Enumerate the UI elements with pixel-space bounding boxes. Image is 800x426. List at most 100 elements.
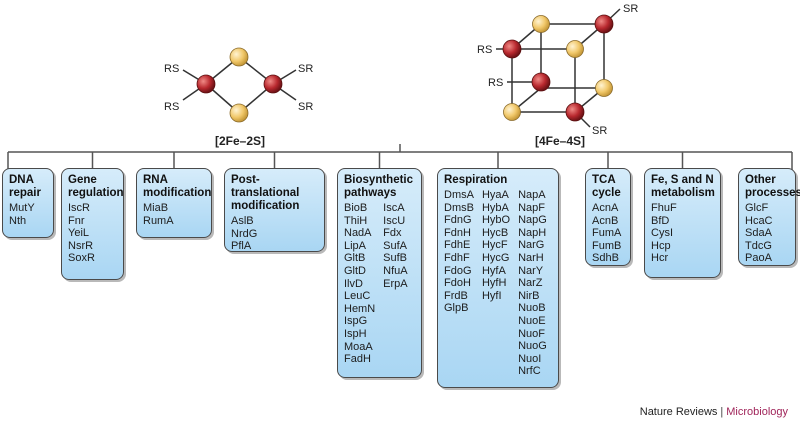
- protein-name: NuoI: [518, 352, 542, 365]
- protein-name: HycF: [481, 239, 508, 252]
- category-title: Respiration: [444, 174, 508, 186]
- protein-name: FdoH: [444, 277, 471, 290]
- protein-name: FumB: [592, 239, 622, 252]
- protein-name: NadA: [344, 227, 372, 240]
- category-title: Biosynthetic pathways: [344, 174, 414, 199]
- protein-name: NirB: [518, 289, 540, 302]
- cluster-4fe4s-label: [4Fe–4S]: [534, 134, 586, 148]
- protein-name: YeiL: [68, 227, 90, 240]
- protein-name: LeuC: [344, 290, 371, 303]
- protein-name: SoxR: [68, 252, 95, 265]
- protein-name: FrdB: [444, 289, 468, 302]
- sulfur-atom: [503, 103, 521, 121]
- category-title: Gene regulation: [68, 174, 124, 199]
- protein-name: HycG: [481, 251, 510, 264]
- iron-atom: [531, 72, 551, 92]
- sulfur-atom: [595, 79, 613, 97]
- protein-name: NrdG: [231, 227, 258, 240]
- journal-name: Microbiology: [726, 406, 788, 418]
- protein-name: NuoF: [518, 327, 545, 340]
- category-title: Other processes: [745, 174, 800, 199]
- protein-name: ErpA: [383, 277, 408, 290]
- protein-name: HycB: [481, 226, 509, 239]
- protein-name: IspH: [344, 327, 367, 340]
- protein-name: NarZ: [518, 277, 543, 290]
- category-title: Fe, S and N metabolism: [651, 174, 715, 199]
- cluster-4fe4s: [496, 8, 621, 128]
- protein-name: HemN: [344, 302, 376, 315]
- protein-name: AcnB: [592, 214, 619, 227]
- protein-name: FhuF: [651, 202, 677, 214]
- category-title: RNA modification: [143, 174, 212, 199]
- protein-name: IspG: [344, 315, 368, 328]
- protein-name: HyfH: [481, 277, 507, 290]
- protein-name: MiaB: [143, 202, 169, 214]
- protein-name: NapF: [518, 201, 545, 214]
- protein-name: AcnA: [592, 202, 619, 214]
- protein-name: DmsB: [444, 201, 474, 214]
- credit-line: Nature Reviews|Microbiology: [640, 406, 788, 418]
- ligand-label: RS: [164, 63, 179, 75]
- protein-name: NsrR: [68, 239, 94, 252]
- protein-name: BioB: [344, 202, 368, 214]
- protein-name: FdnG: [444, 214, 472, 227]
- protein-name: HyaA: [481, 189, 509, 201]
- protein-name: IscA: [383, 202, 405, 214]
- protein-name: TdcG: [745, 239, 772, 252]
- protein-name: FdoG: [444, 264, 472, 277]
- protein-name: NapA: [518, 189, 546, 201]
- ligand-label: SR: [623, 3, 638, 15]
- protein-name: NuoE: [518, 314, 546, 327]
- protein-name: GlpB: [444, 302, 469, 315]
- protein-name: NuoG: [518, 340, 547, 353]
- protein-name: HybO: [481, 214, 511, 227]
- protein-name: IscR: [68, 202, 90, 214]
- protein-name: MoaA: [344, 340, 373, 353]
- protein-name: SdhB: [592, 252, 619, 265]
- protein-name: NarY: [518, 264, 544, 277]
- category-title: Post-translational modification: [231, 174, 300, 212]
- protein-name: FdnH: [444, 226, 471, 239]
- protein-name: FdhF: [444, 251, 470, 264]
- iron-atom: [196, 74, 216, 94]
- protein-name: AslB: [231, 215, 254, 227]
- ligand-label: SR: [592, 125, 607, 137]
- protein-name: IscU: [383, 214, 406, 227]
- protein-name: NapG: [518, 214, 547, 227]
- ligand-label: RS: [488, 77, 503, 89]
- protein-name: Hcr: [651, 252, 669, 265]
- protein-name: GltD: [344, 264, 366, 277]
- protein-name: ThiH: [344, 214, 368, 227]
- iron-atom: [502, 39, 522, 59]
- protein-name: RumA: [143, 214, 174, 227]
- publisher-name: Nature Reviews: [639, 406, 718, 418]
- cluster-2fe2s-label: [2Fe–2S]: [214, 134, 266, 148]
- protein-name: NfuA: [383, 264, 408, 277]
- protein-name: Nth: [9, 214, 27, 227]
- iron-atom: [263, 74, 283, 94]
- protein-name: NrfC: [518, 365, 541, 378]
- protein-name: NarG: [518, 239, 545, 252]
- protein-name: GltB: [344, 252, 366, 265]
- iron-atom: [565, 102, 585, 122]
- ligand-label: SR: [298, 63, 313, 75]
- protein-name: Fnr: [68, 214, 85, 227]
